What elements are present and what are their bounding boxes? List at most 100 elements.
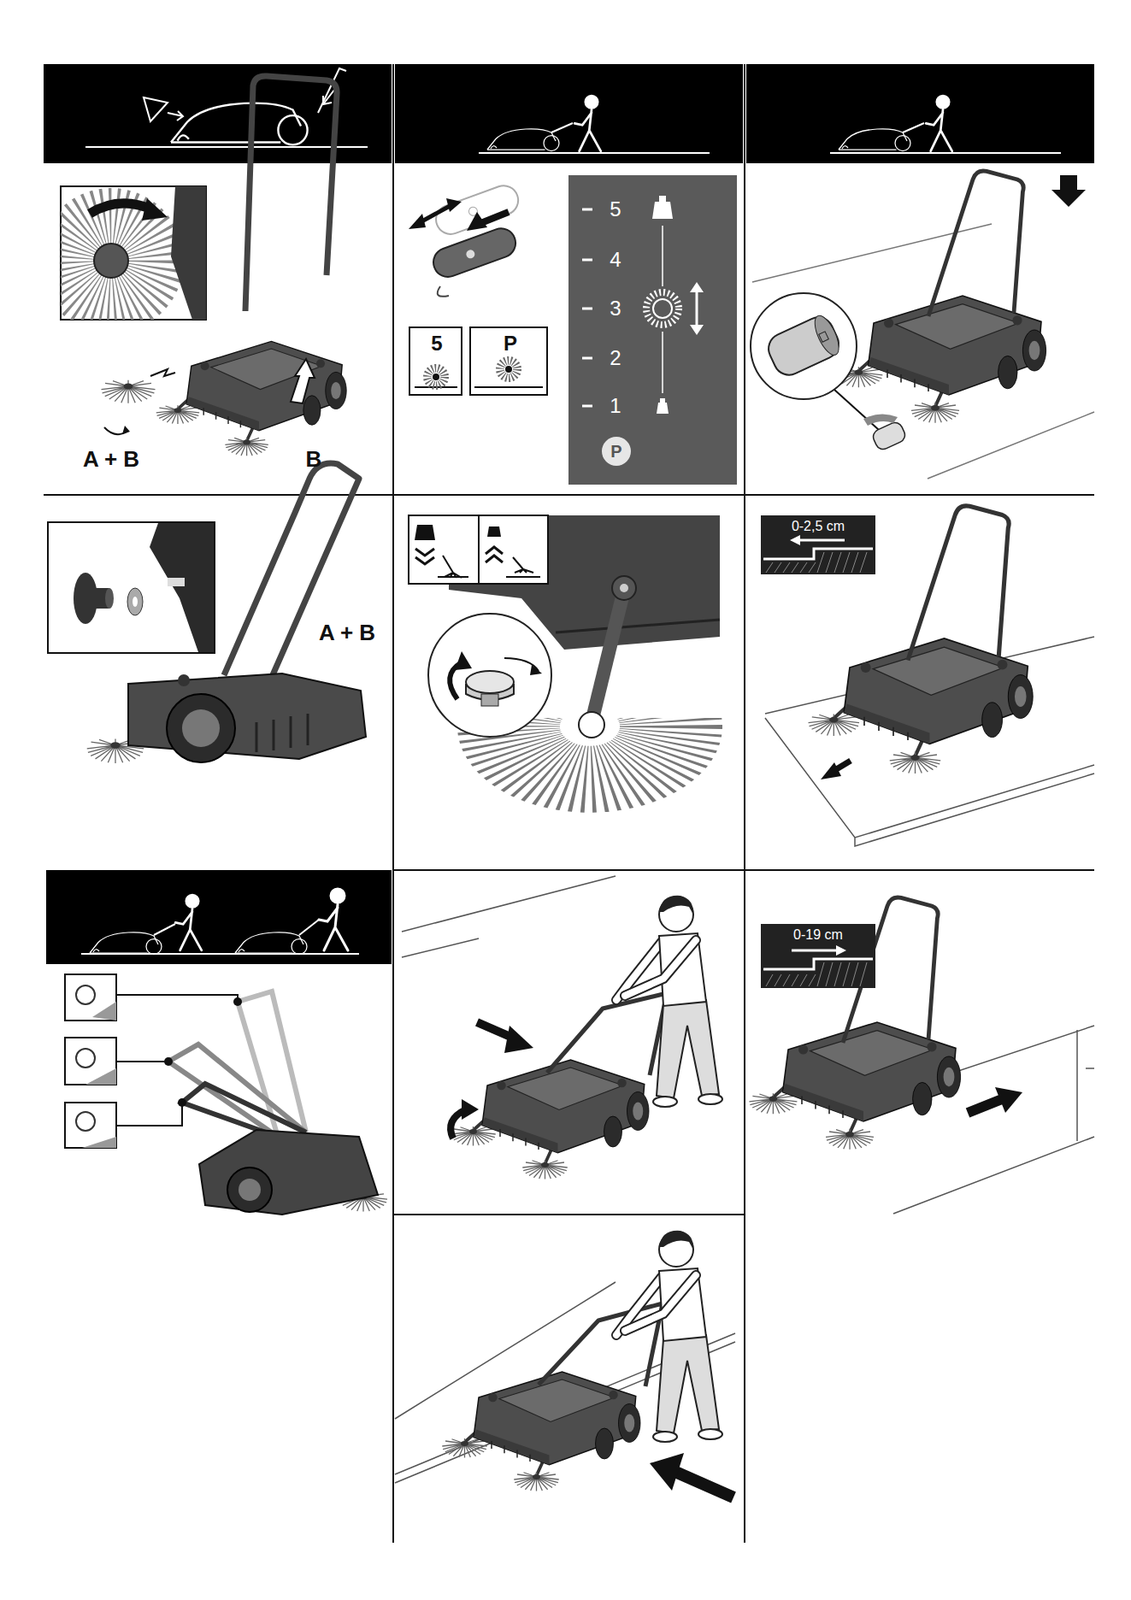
- brush-mounting-figure: [72, 222, 150, 300]
- handle-positions-figure: [64, 1102, 117, 1149]
- handle-fixing-figure: [47, 463, 366, 764]
- pressure-scale: [568, 175, 737, 485]
- setting-box: P: [469, 326, 548, 396]
- handle-positions-figure: [177, 1098, 187, 1108]
- curb-sweeping-figure: [394, 1231, 736, 1498]
- brush-adjust-figure: [508, 718, 672, 780]
- step-up-figure: [760, 924, 876, 989]
- step-up-figure: [836, 945, 847, 956]
- switch-figure: [437, 286, 449, 297]
- node-text: 1: [609, 395, 621, 417]
- step-down-figure: [765, 636, 1095, 847]
- brush-adjust-figure: [612, 576, 637, 601]
- header-bar: [46, 870, 392, 965]
- step-down-figure: [907, 506, 1009, 661]
- step-up-figure: [967, 1099, 1002, 1114]
- header-icon: [89, 932, 162, 955]
- header-icon: [574, 95, 601, 152]
- sweeping-figure: [504, 1025, 534, 1054]
- sweeping-figure: [461, 1099, 479, 1120]
- header-icon: [143, 97, 168, 122]
- header-icon: [318, 68, 347, 113]
- switch-figure: [408, 181, 537, 296]
- handle-fixing-figure: [47, 522, 215, 654]
- emptying-figure: [750, 293, 857, 400]
- emptying-figure: [871, 420, 908, 453]
- pressure-scale: [582, 209, 593, 407]
- step-down-figure: [789, 535, 801, 546]
- brush-mounting-figure: [156, 341, 347, 456]
- handle-positions-figure: [82, 1136, 117, 1149]
- curb-sweeping-figure: [538, 1303, 663, 1387]
- brush-mounting-figure: [60, 76, 347, 456]
- step-height-box: 0-2,5 cm: [760, 515, 876, 575]
- header-icon: [153, 924, 176, 936]
- sweeping-figure: [401, 876, 616, 958]
- brush-mounting-figure: [101, 380, 156, 404]
- handle-positions-figure: [199, 1130, 378, 1215]
- brush-height-icon: [414, 386, 458, 389]
- handle-positions-figure: [168, 1044, 307, 1137]
- node-text: 2: [609, 347, 621, 369]
- brush-adjust-figure: [506, 557, 541, 578]
- brush-adjust-figure: [454, 651, 472, 671]
- brush-adjust-figure: [481, 694, 499, 707]
- pressure-scale: [695, 290, 699, 327]
- handle-positions-figure: [238, 1178, 261, 1202]
- switch-figure: [465, 248, 477, 260]
- header-bar: [43, 64, 1095, 965]
- emptying-figure: [763, 312, 844, 380]
- brush-height-icon: [474, 386, 543, 389]
- step-height-box: 0-19 cm: [760, 924, 876, 989]
- node-text: 0-19 cm: [793, 928, 843, 943]
- pressure-scale: [582, 357, 593, 360]
- step-down-figure: [796, 539, 845, 542]
- emptying-figure: [833, 388, 879, 431]
- emptying-figure: [818, 331, 829, 342]
- header-icon: [85, 146, 368, 148]
- handle-fixing-figure: [132, 596, 138, 607]
- brush-adjust-figure: [530, 665, 542, 676]
- sweeping-figure: [450, 1060, 649, 1180]
- header-icon: [175, 895, 202, 951]
- emptying-figure: [810, 312, 844, 359]
- header-icon: [925, 95, 953, 152]
- step-down-figure: [820, 762, 842, 780]
- brush-adjust-figure: [465, 671, 514, 694]
- handle-fixing-figure: [182, 709, 220, 748]
- brush-adjust-figure: [555, 619, 720, 633]
- brush-mounting-figure: [290, 359, 315, 404]
- step-down-figure: [760, 515, 876, 575]
- node-text: 3: [609, 298, 621, 319]
- handle-fixing-figure: [105, 588, 114, 609]
- step-down-figure: [760, 506, 1095, 847]
- emptying-figure: [752, 223, 1095, 479]
- pressure-scale: [656, 402, 669, 414]
- brush-adjust-figure: [408, 515, 720, 780]
- brush-height-icon: [505, 365, 513, 373]
- brush-mounting-figure: [72, 186, 207, 320]
- curb-sweeping-figure: [616, 1231, 723, 1443]
- node-text: 0-2,5 cm: [791, 519, 845, 534]
- pressure-scale: [689, 282, 704, 336]
- handle-fixing-figure: [128, 673, 366, 760]
- emptying-figure: [1051, 175, 1086, 207]
- emptying-figure: [863, 413, 898, 426]
- brush-mounting-figure: [150, 369, 176, 377]
- brush-adjust-figure: [619, 583, 629, 593]
- header-icon: [235, 932, 307, 955]
- emptying-figure: [750, 170, 1095, 479]
- emptying-figure: [928, 170, 1024, 317]
- panel-frame: [743, 64, 746, 1544]
- setting-box: 5: [408, 326, 463, 396]
- brush-height-icon: [427, 368, 445, 386]
- curb-sweeping-figure: [441, 1372, 641, 1492]
- pressure-scale: [659, 195, 666, 202]
- handle-fixing-figure: [256, 713, 308, 753]
- handle-fixing-figure: [149, 523, 214, 653]
- handle-positions-figure: [64, 1037, 117, 1085]
- panel-frame: [393, 869, 1095, 872]
- header-icon: [551, 123, 573, 133]
- brush-adjust-figure: [415, 548, 435, 565]
- brush-adjust-figure: [578, 712, 605, 738]
